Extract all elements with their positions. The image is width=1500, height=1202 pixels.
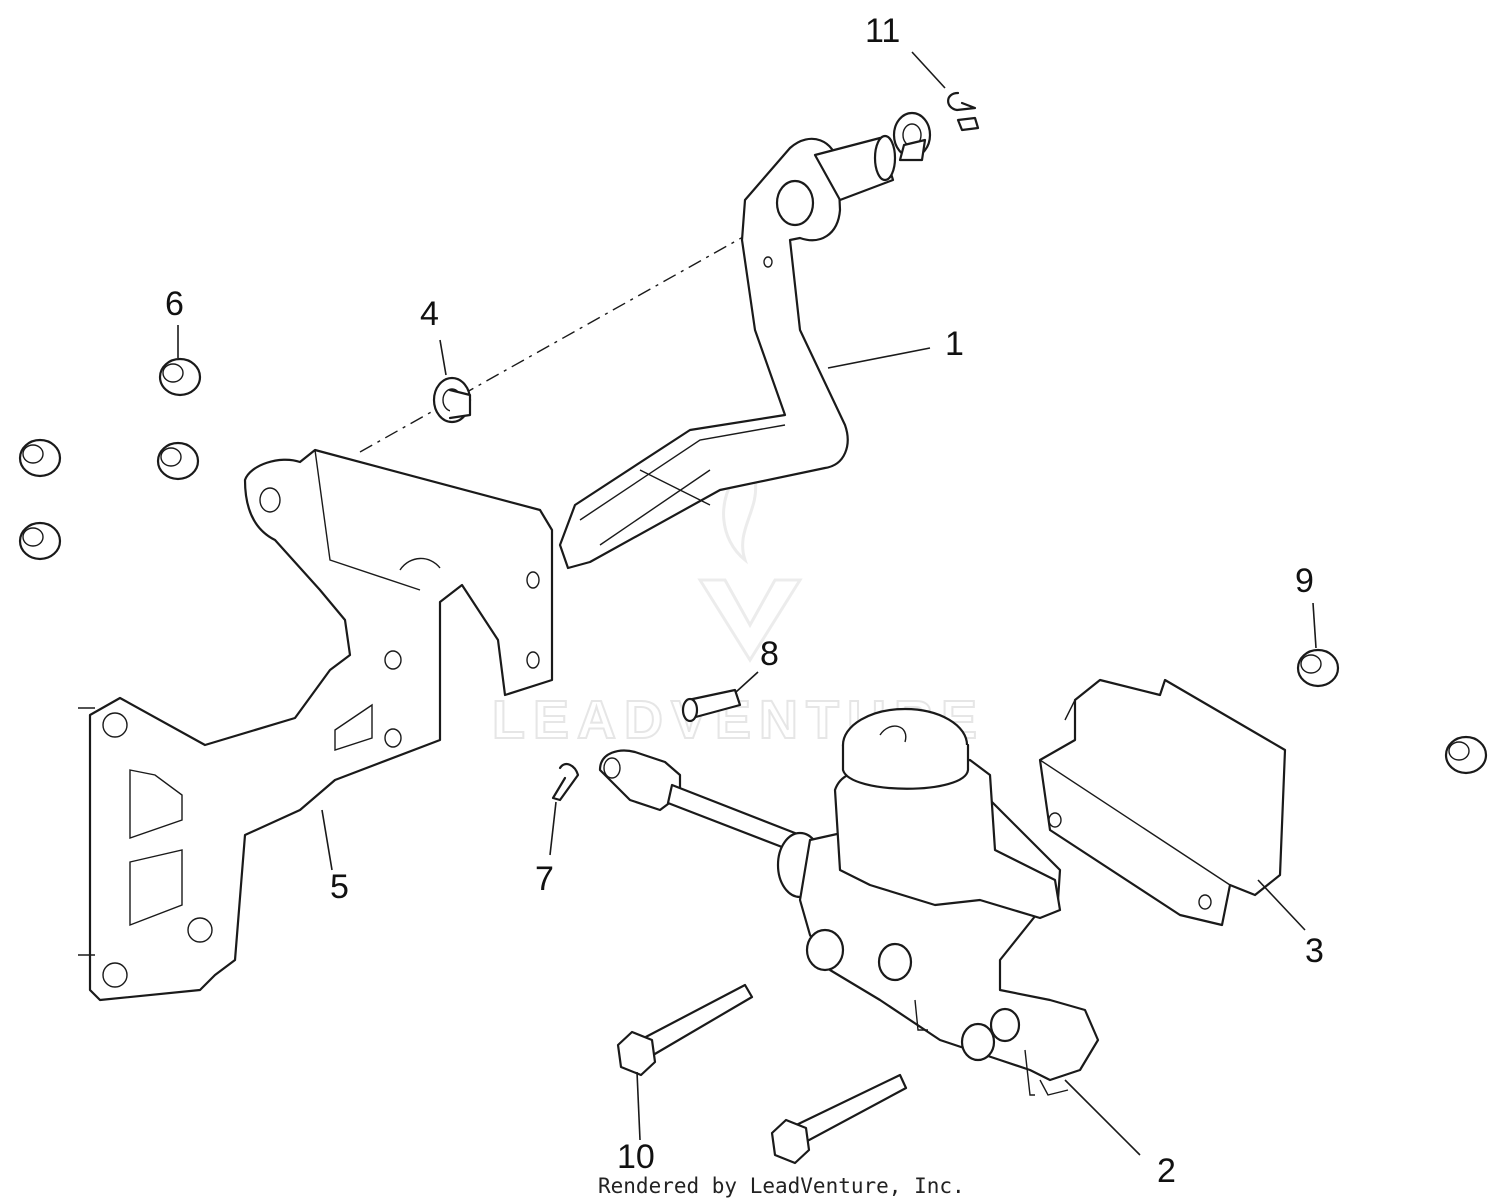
flange-nut [158,357,202,397]
flange-nut [1444,735,1488,775]
flange-nut [1296,648,1340,688]
clevis-pin [681,688,742,723]
callout-2: 2 [1157,1152,1176,1190]
callout-7: 7 [535,860,554,898]
flange-nut [18,521,62,561]
bushing-part-4 [432,376,472,424]
watermark-logo: LEADVENTURE [491,468,978,751]
pivot-bushing [892,111,932,162]
pedal-bracket [78,448,554,1002]
callout-9: 9 [1295,562,1314,600]
callout-6: 6 [165,285,184,323]
callout-3: 3 [1305,932,1324,970]
callout-8: 8 [760,635,779,673]
master-cylinder [598,707,1100,1096]
heat-shield [1038,678,1287,927]
flange-nut [18,438,62,478]
footer-credit: Rendered by LeadVenture, Inc. [598,1174,965,1198]
flange-bolt-group [616,983,908,1165]
flange-nut-group [18,357,202,561]
callouts: 1 2 3 4 5 6 7 8 9 10 11 [165,12,1324,1190]
callout-1: 1 [945,325,964,363]
axis-line [359,204,801,453]
flange-bolt [770,1073,908,1165]
flange-nut [156,441,200,481]
pedal-pivot-hole [775,179,815,227]
callout-10: 10 [617,1138,655,1176]
flange-nut-group-9 [1296,648,1488,775]
leader-lines [177,51,1317,1156]
callout-11: 11 [865,12,900,50]
hair-pin-clip [551,762,580,802]
flange-bolt [616,983,754,1077]
callout-5: 5 [330,868,349,906]
brake-pedal [558,134,897,570]
callout-4: 4 [420,295,439,333]
retaining-clip [947,91,980,132]
